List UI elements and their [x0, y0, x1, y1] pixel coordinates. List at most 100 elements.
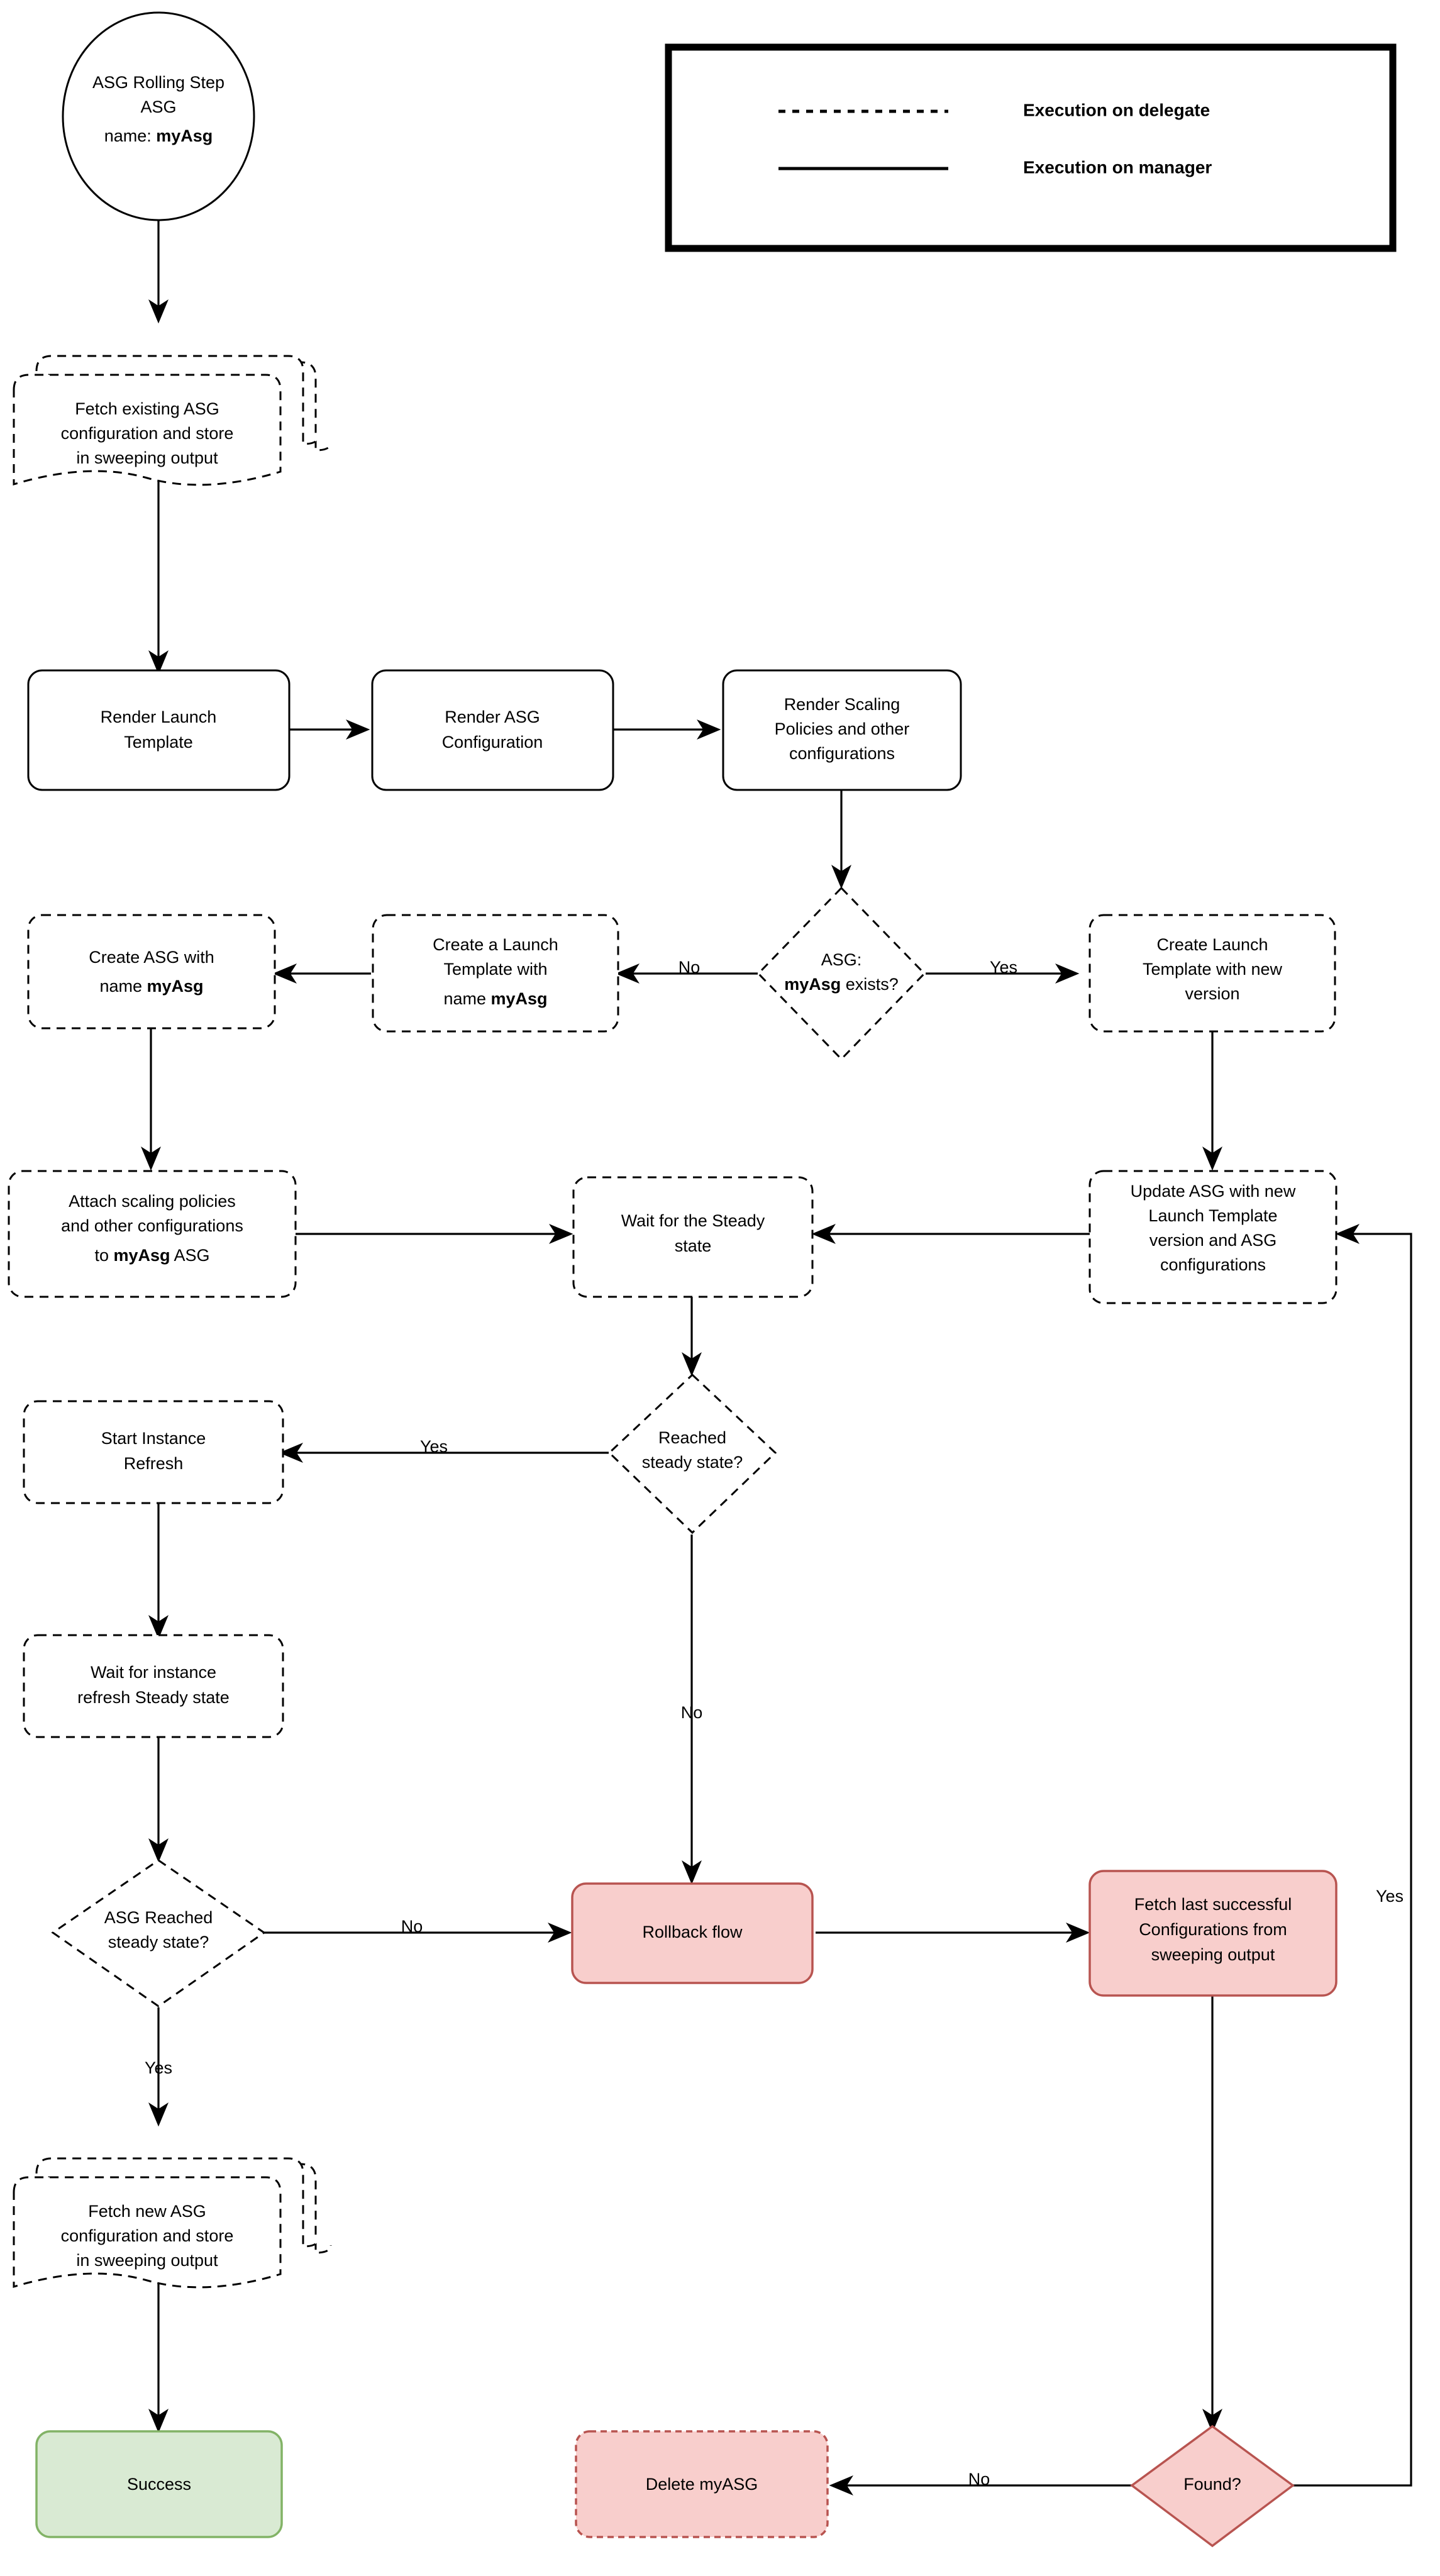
node-found-decision[interactable]: Found? [1130, 2424, 1295, 2548]
fetch-new-line-2: configuration and store [61, 2226, 234, 2245]
node-start[interactable]: ASG Rolling Step ASG name: myAsg [62, 11, 255, 221]
fetch-last-shape [1088, 1870, 1338, 1997]
legend: Execution on delegate Execution on manag… [665, 43, 1397, 252]
render-asg-line-1: Render ASG [445, 708, 540, 726]
node-render-asg-configuration[interactable]: Render ASG Configuration [371, 669, 614, 791]
asg-exists-line-1: ASG: [821, 950, 862, 969]
node-reached-steady-state-decision[interactable]: Reached steady state? [607, 1373, 777, 1535]
wait-steady-line-1: Wait for the Steady [621, 1211, 765, 1230]
create-asg-shape [27, 914, 276, 1030]
node-create-asg[interactable]: Create ASG with name myAsg [27, 914, 276, 1030]
create-lt-name-line-2: Template with [443, 960, 547, 979]
create-lt-name-line-1: Create a Launch [433, 935, 558, 954]
create-lt-name-line-3: name myAsg [443, 989, 547, 1008]
fetch-last-line-1: Fetch last successful [1134, 1895, 1292, 1914]
attach-policies-line-2: and other configurations [61, 1216, 243, 1235]
wait-steady-line-2: state [675, 1236, 712, 1255]
edge-label-found-yes: Yes [1376, 1887, 1404, 1906]
start-line-3: name: myAsg [104, 126, 213, 145]
reached-steady-line-2: steady state? [642, 1453, 743, 1472]
start-line-1: ASG Rolling Step [92, 73, 224, 92]
attach-policies-shape [8, 1170, 297, 1298]
create-lt-new-line-2: Template with new [1143, 960, 1283, 979]
update-asg-line-1: Update ASG with new [1131, 1182, 1296, 1201]
update-asg-shape [1088, 1170, 1338, 1304]
node-success[interactable]: Success [35, 2430, 283, 2538]
create-lt-new-line-3: version [1185, 984, 1239, 1003]
node-update-asg[interactable]: Update ASG with new Launch Template vers… [1088, 1170, 1338, 1304]
edge-label-exists-no: No [678, 958, 701, 977]
start-line-2: ASG [140, 97, 176, 116]
node-render-launch-template[interactable]: Render Launch Template [27, 669, 291, 791]
node-wait-for-steady-state[interactable]: Wait for the Steady state [572, 1176, 814, 1298]
render-lt-shape [27, 669, 291, 791]
render-lt-line-2: Template [124, 733, 193, 752]
node-wait-instance-refresh[interactable]: Wait for instance refresh Steady state [23, 1634, 284, 1738]
create-lt-new-line-1: Create Launch [1156, 935, 1268, 954]
fetch-new-line-1: Fetch new ASG [88, 2202, 206, 2221]
node-render-scaling-policies[interactable]: Render Scaling Policies and other config… [722, 669, 962, 791]
start-refresh-shape [23, 1400, 284, 1504]
edge-label-asg-reached-no: No [401, 1917, 423, 1936]
legend-label-delegate: Execution on delegate [1023, 100, 1210, 119]
node-fetch-new-asg-config[interactable]: Fetch new ASG configuration and store in… [13, 2157, 332, 2289]
success-label: Success [127, 2475, 191, 2494]
node-start-instance-refresh[interactable]: Start Instance Refresh [23, 1400, 284, 1504]
render-scaling-line-2: Policies and other [775, 719, 910, 738]
legend-border [665, 43, 1397, 252]
node-rollback-flow[interactable]: Rollback flow [571, 1882, 814, 1984]
start-ellipse-shape [62, 11, 255, 221]
delete-asg-shape [575, 2430, 829, 2538]
render-lt-line-1: Render Launch [101, 708, 217, 726]
attach-policies-asg-name: myAsg [113, 1246, 170, 1265]
edge-found-yes-to-update-asg [1293, 1224, 1412, 2487]
update-asg-line-4: configurations [1160, 1255, 1266, 1274]
wait-steady-shape [572, 1176, 814, 1298]
asg-exists-line-2: myAsg exists? [784, 975, 899, 994]
render-scaling-line-1: Render Scaling [784, 695, 900, 714]
node-fetch-existing-asg[interactable]: Fetch existing ASG configuration and sto… [13, 355, 332, 486]
node-create-launch-template-named[interactable]: Create a Launch Template with name myAsg [372, 914, 619, 1033]
create-lt-new-shape [1088, 914, 1336, 1033]
legend-label-manager: Execution on manager [1023, 157, 1212, 177]
success-shape [35, 2430, 283, 2538]
node-fetch-last-successful[interactable]: Fetch last successful Configurations fro… [1088, 1870, 1338, 1997]
render-asg-shape [371, 669, 614, 791]
found-label: Found? [1183, 2475, 1241, 2494]
asg-reached-line-1: ASG Reached [104, 1908, 213, 1927]
render-scaling-line-3: configurations [789, 744, 895, 763]
edge-label-asg-reached-yes: Yes [145, 2058, 172, 2077]
fetch-existing-doc-front [13, 374, 282, 486]
fetch-existing-line-1: Fetch existing ASG [75, 399, 219, 418]
fetch-existing-line-2: configuration and store [61, 424, 234, 443]
node-asg-reached-steady-decision[interactable]: ASG Reached steady state? [51, 1859, 266, 2007]
create-asg-line-2: name myAsg [99, 977, 203, 996]
node-delete-asg[interactable]: Delete myASG [575, 2430, 829, 2538]
node-asg-exists-decision[interactable]: ASG: myAsg exists? [756, 886, 926, 1061]
update-asg-line-3: version and ASG [1149, 1231, 1277, 1250]
asg-exists-diamond-shape [756, 886, 926, 1061]
rollback-shape [571, 1882, 814, 1984]
wait-refresh-line-1: Wait for instance [91, 1663, 216, 1682]
node-attach-scaling-policies[interactable]: Attach scaling policies and other config… [8, 1170, 297, 1298]
fetch-new-line-3: in sweeping output [76, 2251, 218, 2270]
node-create-launch-template-new-version[interactable]: Create Launch Template with new version [1088, 914, 1336, 1033]
create-lt-name-asg-name: myAsg [491, 989, 548, 1008]
reached-steady-line-1: Reached [658, 1428, 726, 1447]
start-refresh-line-2: Refresh [124, 1454, 184, 1473]
fetch-new-doc-front [13, 2176, 282, 2289]
wait-refresh-line-2: refresh Steady state [77, 1688, 230, 1707]
asg-reached-line-2: steady state? [108, 1933, 209, 1951]
edge-label-reached-yes: Yes [420, 1437, 448, 1456]
start-refresh-line-1: Start Instance [101, 1429, 206, 1448]
fetch-last-line-2: Configurations from [1139, 1920, 1287, 1939]
delete-asg-label: Delete myASG [646, 2475, 758, 2494]
create-asg-asg-name: myAsg [147, 977, 204, 996]
attach-policies-line-1: Attach scaling policies [69, 1192, 236, 1211]
render-scaling-shape [722, 669, 962, 791]
edge-label-reached-no: No [681, 1703, 703, 1722]
edge-label-exists-yes: Yes [990, 958, 1017, 977]
found-diamond-shape [1130, 2424, 1295, 2548]
